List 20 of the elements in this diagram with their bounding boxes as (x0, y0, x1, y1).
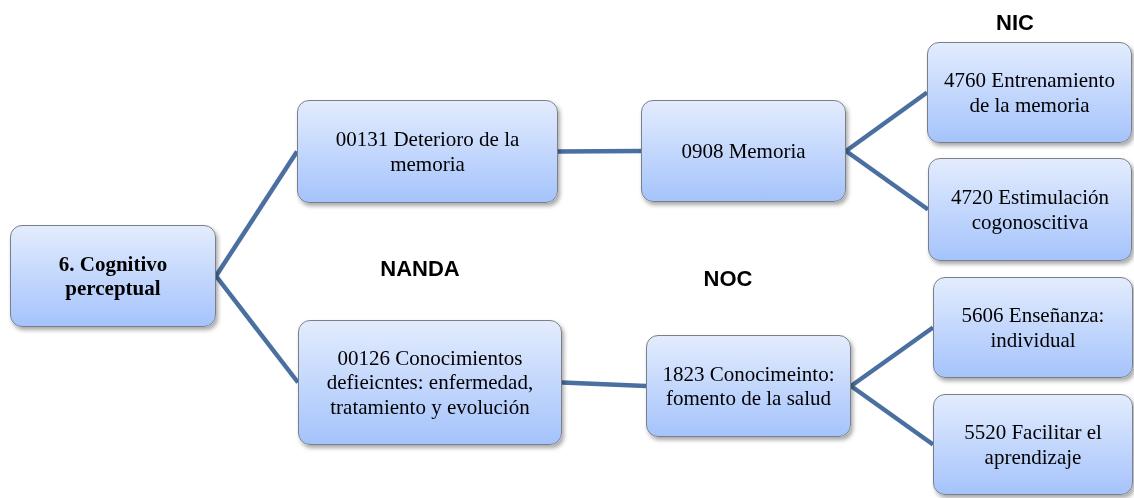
connector-line (214, 274, 300, 384)
rounded-box: 00131 Deterioro de la memoria (297, 100, 558, 203)
connector-line (844, 90, 929, 153)
rounded-box: 1823 Conocimeinto: fomento de la salud (646, 335, 851, 437)
column-heading: NIC (996, 8, 1034, 37)
connector-line (849, 384, 935, 447)
connector-line (844, 149, 930, 212)
column-heading: NOC (703, 264, 753, 293)
connector-line (849, 325, 935, 388)
rounded-box: 0908 Memoria (641, 100, 846, 202)
rounded-box: 4760 Entrenamiento de la memoria (927, 42, 1132, 143)
rounded-box: 00126 Conocimientos defieicntes: enfermedad, tratamiento y evolución (298, 320, 562, 445)
rounded-box: 5606 Enseñanza: individual (933, 277, 1133, 378)
rounded-box: 6. Cognitivo perceptual (10, 225, 216, 327)
column-heading: NANDA (380, 254, 460, 283)
connector-line (558, 148, 641, 154)
connector-line (561, 380, 647, 389)
rounded-box: 4720 Estimulación cogonoscitiva (928, 158, 1132, 261)
rounded-box: 5520 Facilitar el aprendizaje (933, 394, 1133, 495)
connector-line (214, 150, 299, 278)
